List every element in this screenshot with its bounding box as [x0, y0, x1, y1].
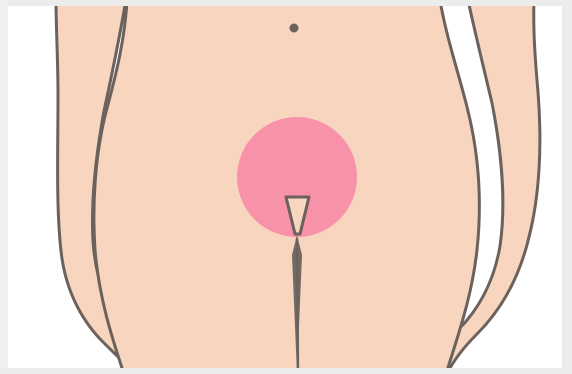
right-border	[562, 0, 572, 374]
left-border	[0, 0, 8, 374]
top-border	[0, 0, 572, 6]
navel-icon	[290, 24, 299, 33]
bottom-border	[0, 368, 572, 374]
